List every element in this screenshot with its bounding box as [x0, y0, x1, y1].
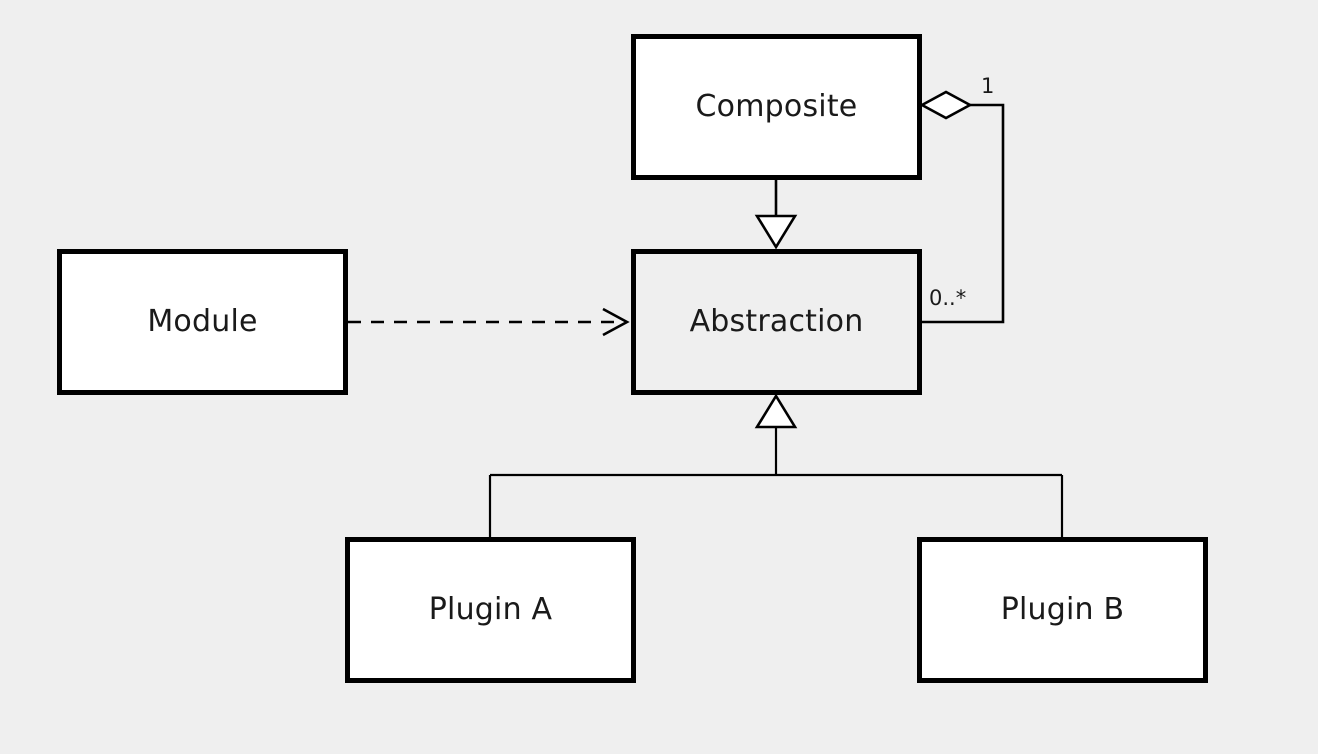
class-name-plugin-b: Plugin B [1000, 592, 1125, 627]
hollow-triangle-arrowhead [754, 214, 798, 250]
class-box-composite[interactable]: Composite [631, 34, 922, 180]
class-name-composite: Composite [695, 89, 858, 124]
hollow-diamond-arrowhead [919, 90, 973, 120]
edge-module-abstraction-dependency [348, 307, 630, 337]
class-name-module: Module [147, 304, 258, 339]
class-box-plugin-a[interactable]: Plugin A [345, 537, 636, 683]
edge-composite-abstraction-aggregation [919, 90, 1005, 324]
class-box-abstraction[interactable]: Abstraction [631, 249, 922, 395]
hollow-triangle-arrowhead [754, 393, 798, 429]
multiplicity-label-source: 1 [981, 74, 995, 98]
edge-composite-abstraction-generalization [754, 180, 798, 250]
edge-plugins-abstraction-generalization [488, 393, 1064, 537]
multiplicity-label-target: 0..* [929, 286, 967, 310]
class-box-plugin-b[interactable]: Plugin B [917, 537, 1208, 683]
open-arrowhead [602, 307, 630, 337]
class-name-plugin-a: Plugin A [428, 592, 553, 627]
class-name-abstraction: Abstraction [689, 304, 864, 339]
class-box-module[interactable]: Module [57, 249, 348, 395]
